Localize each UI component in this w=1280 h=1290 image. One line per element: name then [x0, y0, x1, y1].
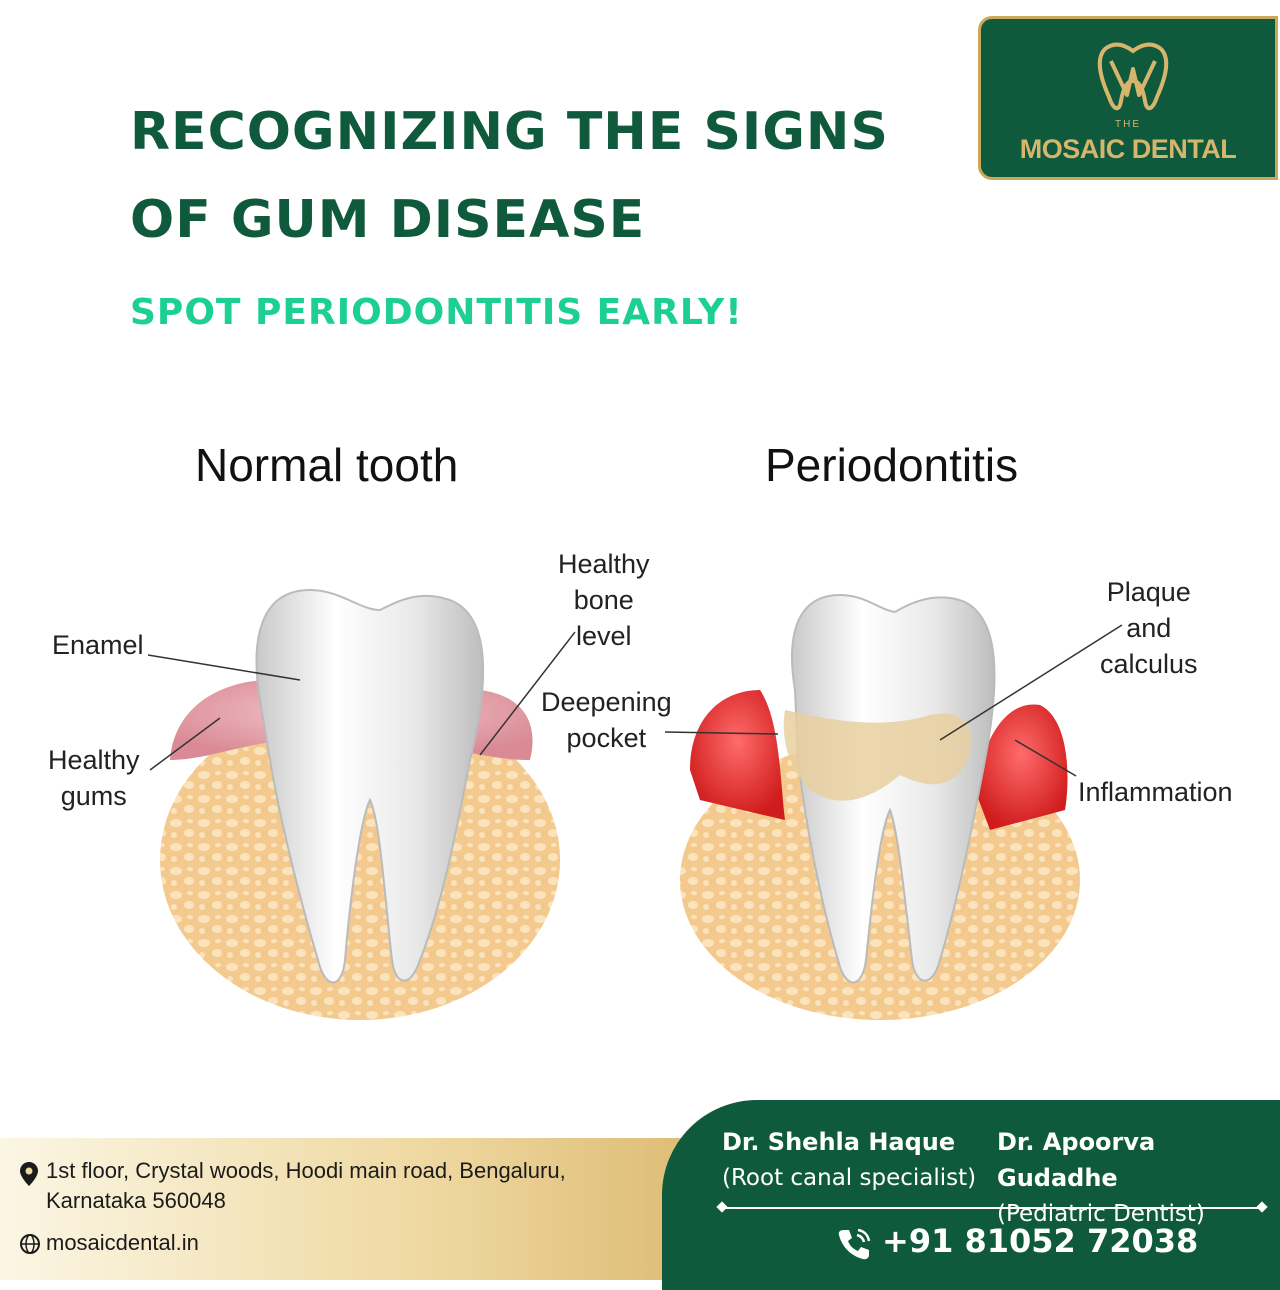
footer-doctors-panel — [662, 1100, 1280, 1290]
doctors-divider — [722, 1207, 1262, 1209]
normal-tooth-illustration — [160, 588, 560, 1020]
tooth-periodontitis — [791, 593, 996, 984]
doctor-2-role: (Pediatric Dentist) — [997, 1201, 1205, 1227]
gums-right-inflamed — [975, 704, 1068, 830]
label-healthy-bone-level: Healthy bone level — [558, 549, 650, 651]
periodontitis-heading: Periodontitis — [765, 439, 1019, 491]
globe-icon — [20, 1234, 40, 1254]
label-deepening-pocket: Deepening pocket — [541, 687, 672, 753]
tooth-diagram — [147, 588, 1123, 1020]
label-enamel: Enamel — [52, 630, 144, 660]
logo-name: MOSAIC DENTAL — [1019, 134, 1237, 164]
phone-icon — [838, 1228, 871, 1260]
periodontitis-tooth-illustration — [680, 593, 1080, 1020]
footer-contact-band — [0, 1138, 760, 1280]
page-subtitle: SPOT PERIODONTITIS EARLY! — [130, 292, 743, 333]
doctor-2-name: Dr. Apoorva Gudadhe — [997, 1128, 1156, 1192]
label-inflammation: Inflammation — [1078, 777, 1233, 807]
doctor-1-role: (Root canal specialist) — [722, 1165, 977, 1191]
normal-tooth-heading: Normal tooth — [195, 439, 459, 491]
tooth-logo-icon — [1097, 42, 1169, 111]
plaque-calculus — [783, 710, 971, 801]
phone-number[interactable]: +91 81052 72038 — [882, 1222, 1199, 1260]
location-pin-icon — [20, 1162, 38, 1186]
title-line-2: OF GUM DISEASE — [130, 190, 646, 250]
label-healthy-gums: Healthy gums — [48, 745, 140, 811]
doctor-1: Dr. Shehla Haque (Root canal specialist) — [722, 1124, 976, 1196]
leader-lines — [147, 624, 1123, 777]
clinic-address: 1st floor, Crystal woods, Hoodi main roa… — [46, 1158, 566, 1213]
tooth-normal — [255, 588, 485, 984]
brand-logo: THE MOSAIC DENTAL — [978, 16, 1278, 180]
gums-left-inflamed — [690, 690, 785, 820]
doctor-2: Dr. Apoorva Gudadhe (Pediatric Dentist) — [997, 1124, 1280, 1232]
website-link[interactable]: mosaicdental.in — [46, 1230, 199, 1255]
title-line-1: RECOGNIZING THE SIGNS — [130, 102, 889, 162]
doctor-1-name: Dr. Shehla Haque — [722, 1128, 956, 1156]
logo-the: THE — [1115, 119, 1141, 130]
label-plaque-calculus: Plaque and calculus — [1100, 577, 1198, 679]
page-title: RECOGNIZING THE SIGNS OF GUM DISEASE — [130, 88, 970, 264]
